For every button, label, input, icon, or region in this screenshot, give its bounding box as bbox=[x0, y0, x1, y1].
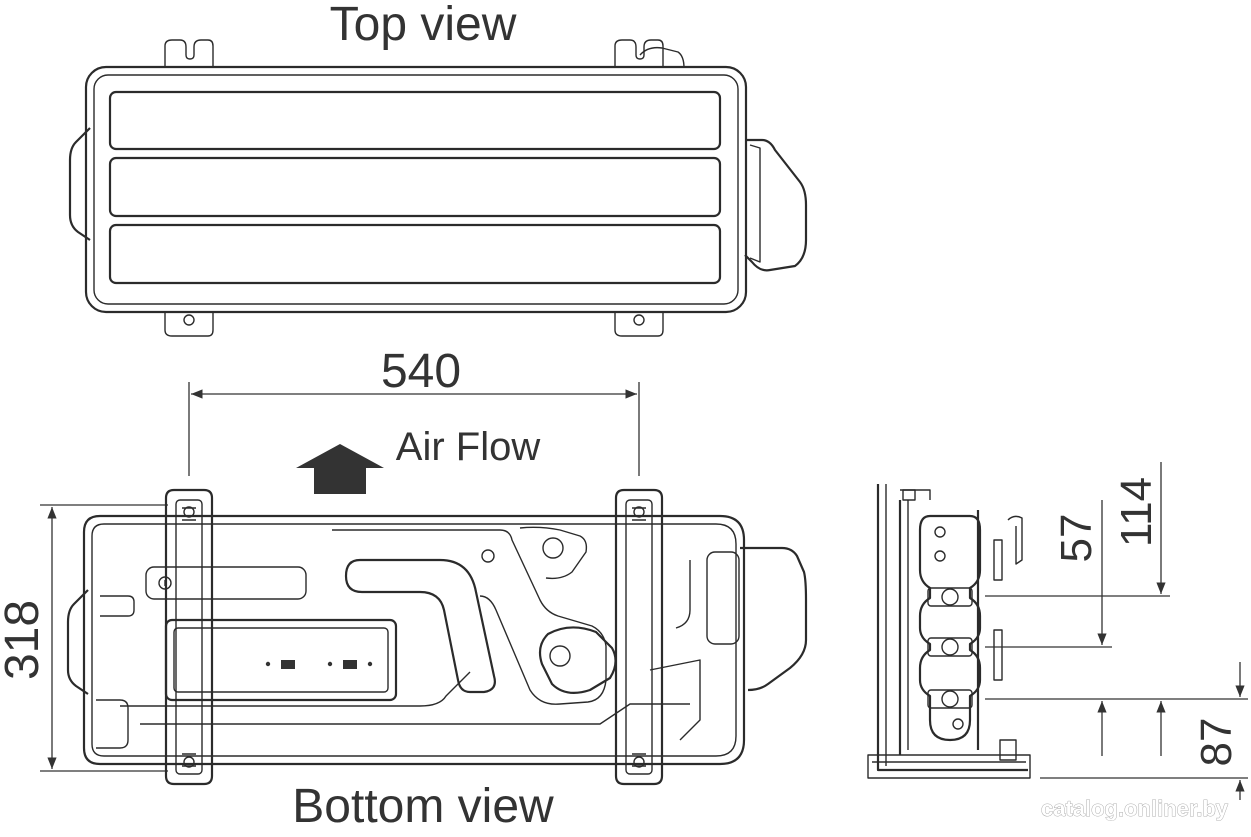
height-dimension-label: 318 bbox=[0, 600, 49, 680]
width-dimension-label: 540 bbox=[381, 345, 461, 398]
top-view-label: Top view bbox=[330, 0, 517, 51]
bottom-view-drawing: 318 bbox=[0, 488, 808, 833]
dimension-57-label: 57 bbox=[1052, 514, 1101, 563]
width-dimension: 540 bbox=[188, 345, 640, 476]
right-bracket bbox=[614, 488, 664, 786]
dimension-87-label: 87 bbox=[1192, 718, 1241, 767]
air-flow-arrow-icon bbox=[296, 444, 384, 494]
side-view-drawing: 57 114 87 bbox=[867, 462, 1248, 800]
top-view-drawing: Top view bbox=[68, 0, 808, 337]
watermark-text: catalog.onliner.by bbox=[1041, 796, 1229, 821]
dimension-114-label: 114 bbox=[1112, 477, 1161, 547]
air-flow-indicator: Air Flow bbox=[296, 425, 540, 494]
bottom-view-label: Bottom view bbox=[292, 780, 554, 833]
air-flow-label: Air Flow bbox=[396, 425, 541, 469]
left-bracket bbox=[164, 488, 214, 786]
